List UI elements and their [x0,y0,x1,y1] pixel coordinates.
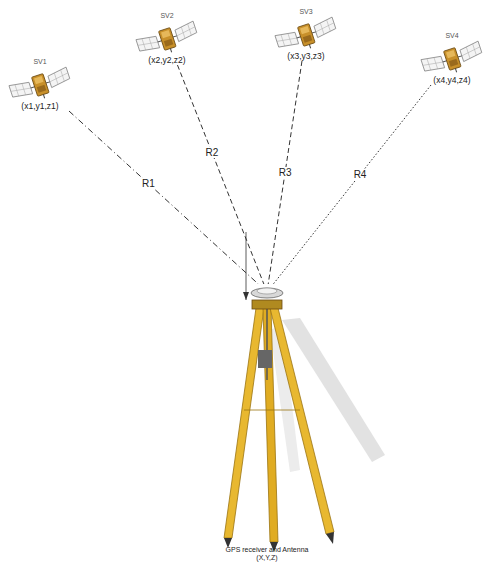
satellite-coordinates: (x4,y4,z4) [433,76,470,85]
satellite-icon [8,66,72,102]
satellite-name: SV4 [445,32,458,40]
satellite: SV1 (x1,y1,z1) [8,58,72,111]
satellite-icon [274,16,338,52]
receiver-coordinates: (X,Y,Z) [256,554,277,562]
satellite-icon [135,20,199,56]
receiver-caption: GPS receiver and Antenna(X,Y,Z) [226,546,309,561]
range-label: R1 [141,178,156,189]
antenna-icon [249,284,285,300]
satellite-icon [420,40,484,76]
satellite: SV2 (x2,y2,z2) [135,12,199,65]
satellite: SV4 (x4,y4,z4) [420,32,484,85]
satellite-name: SV2 [160,12,173,20]
satellite-name: SV1 [33,58,46,66]
satellite: SV3 (x3,y3,z3) [274,8,338,61]
gps-receiver: GPS receiver and Antenna(X,Y,Z) [249,284,285,300]
satellite-name: SV3 [299,8,312,16]
satellite-coordinates: (x3,y3,z3) [287,52,324,61]
satellite-coordinates: (x2,y2,z2) [148,56,185,65]
range-line [177,65,263,284]
range-line [69,111,258,284]
satellite-coordinates: (x1,y1,z1) [21,102,58,111]
range-line [268,61,302,284]
range-label: R4 [353,169,368,180]
receiver-name: GPS receiver and Antenna [226,546,309,554]
range-label: R3 [278,167,293,178]
range-label: R2 [205,147,220,158]
range-line [273,85,431,284]
